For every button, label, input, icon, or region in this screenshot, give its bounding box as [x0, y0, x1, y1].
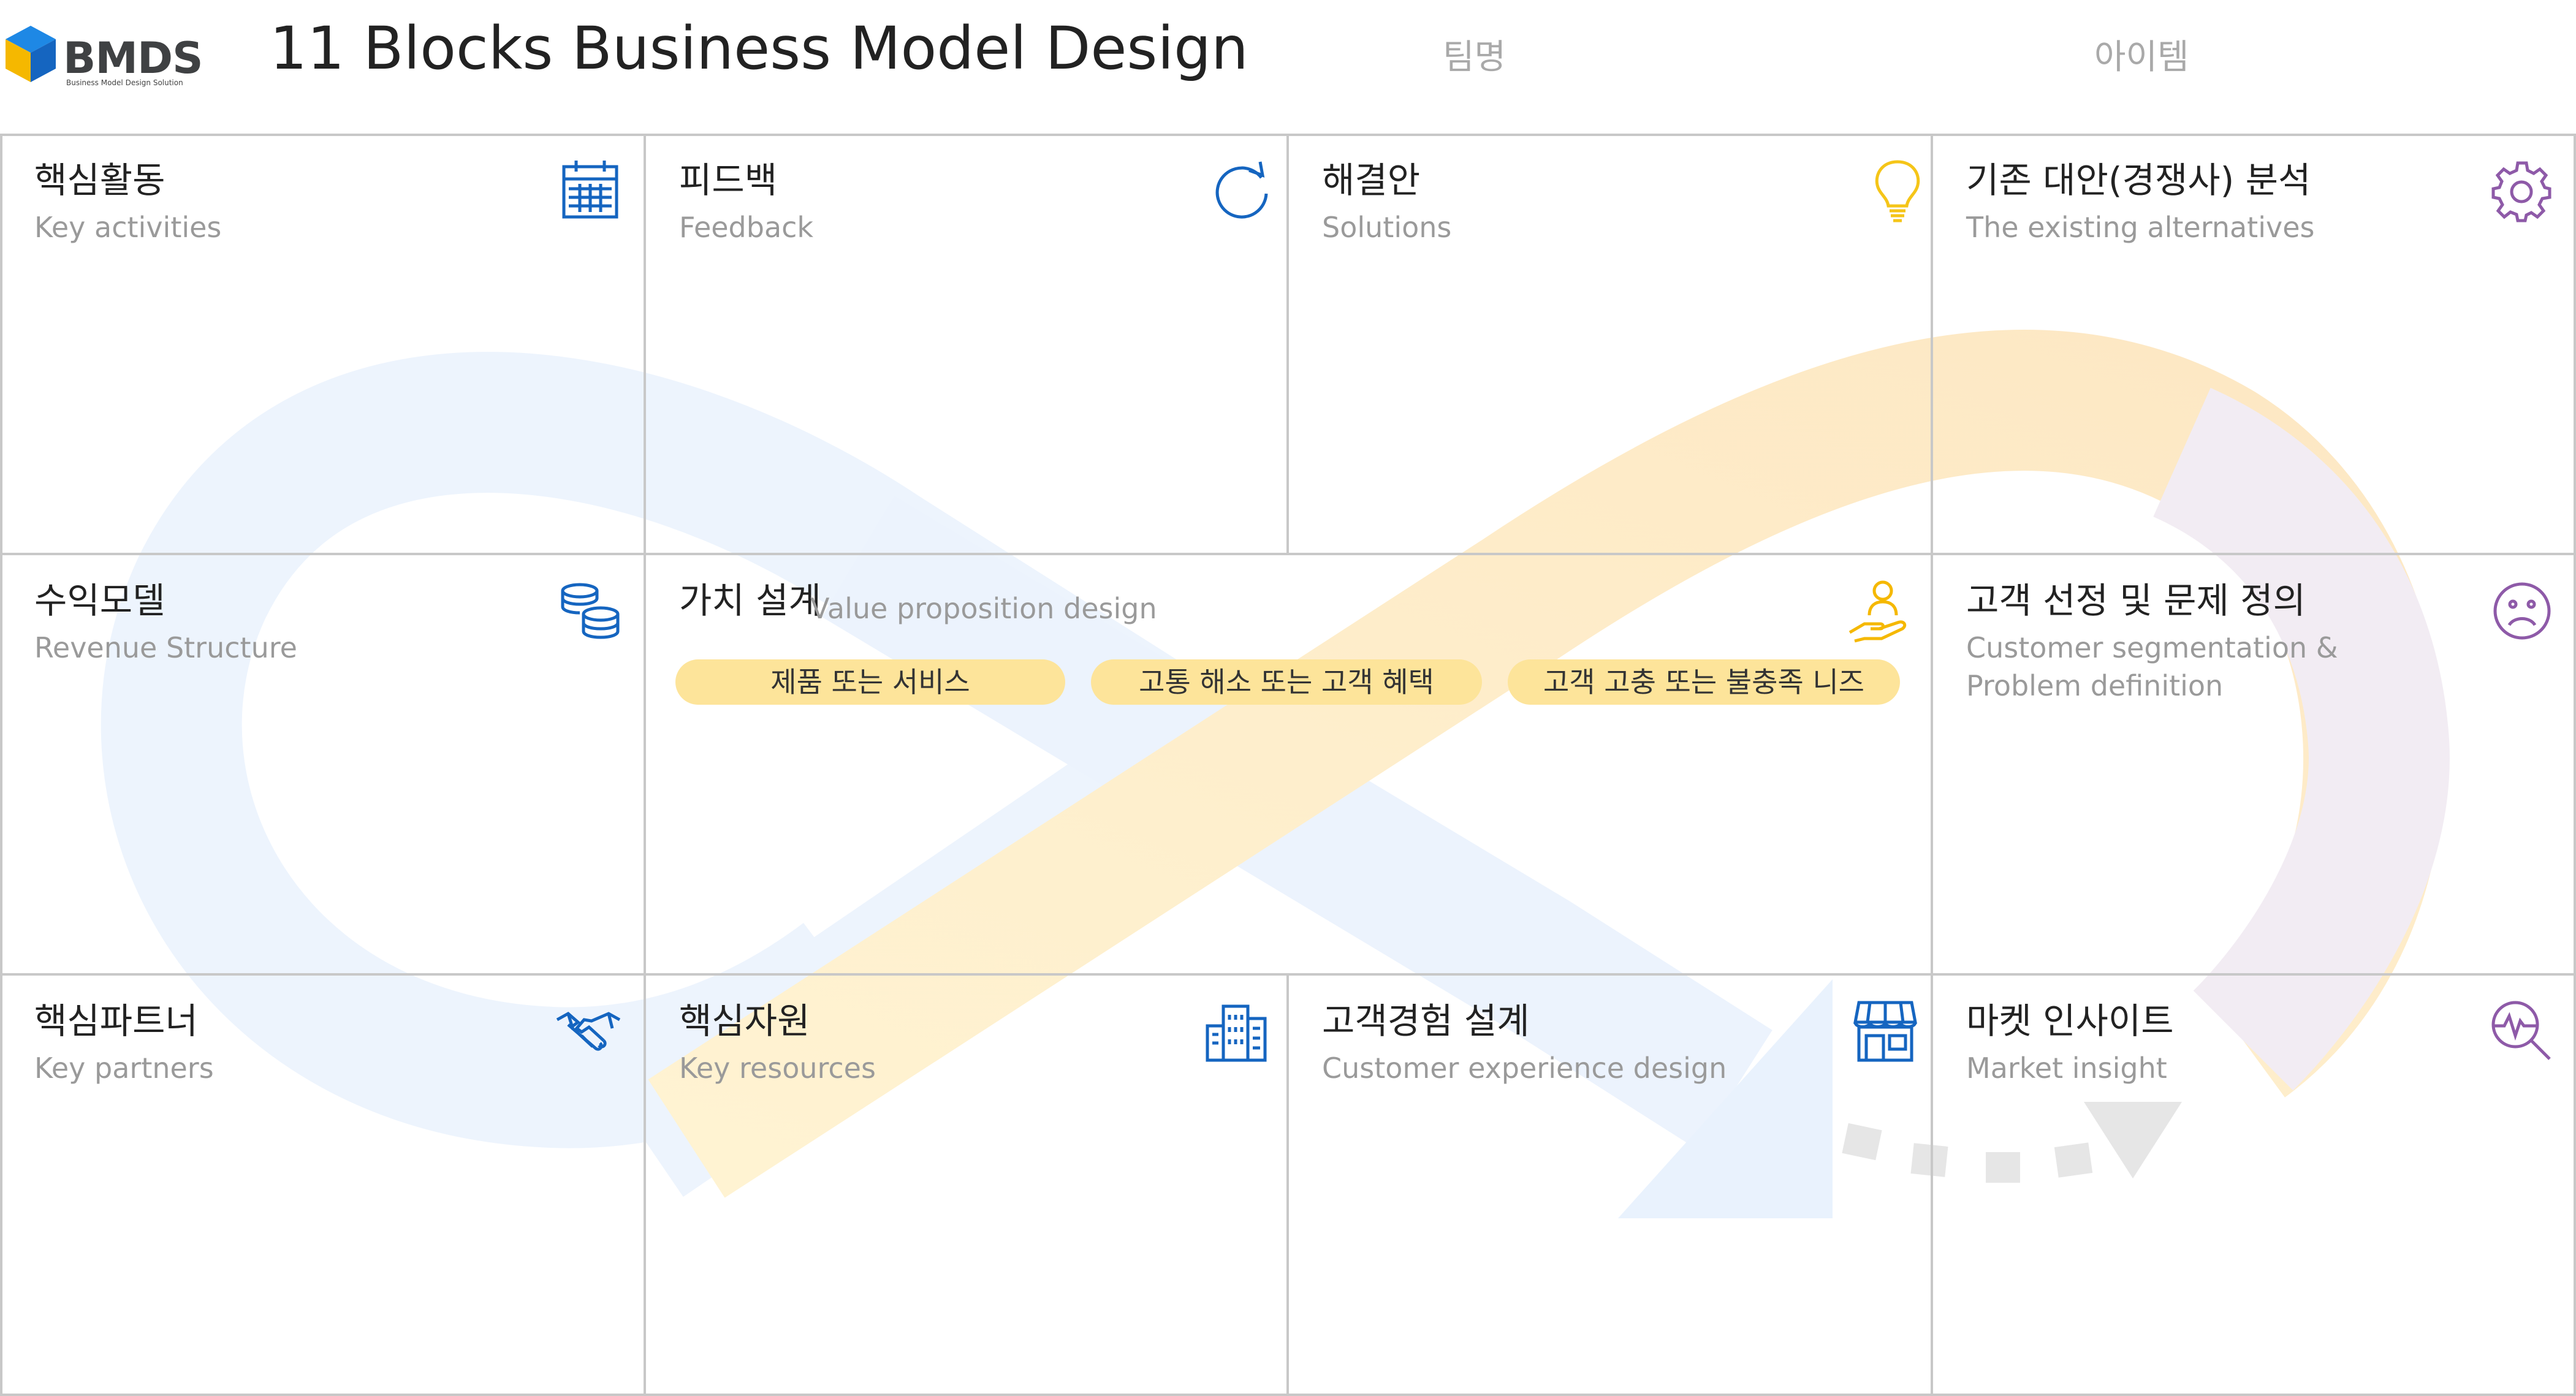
- block-title: 마켓 인사이트: [1966, 1000, 2174, 1042]
- team-name-field[interactable]: 팀명: [1443, 37, 1506, 77]
- block-customer-segmentation[interactable]: 고객 선정 및 문제 정의 Customer segmentation & Pr…: [1932, 554, 2576, 974]
- person-hand-icon: [1848, 580, 1907, 643]
- item-name-field[interactable]: 아이템: [2094, 37, 2189, 77]
- canvas: 핵심활동 Key activities 피드백 Feedback 해결안 Sol…: [0, 134, 2576, 1396]
- value-proposition-subtitle: Value proposition design: [810, 592, 1157, 625]
- block-subtitle: Key resources: [679, 1052, 876, 1085]
- logo-text: BMDS: [63, 33, 203, 83]
- block-subtitle: Customer segmentation & Problem definiti…: [1966, 631, 2338, 703]
- block-title: 핵심파트너: [34, 1000, 198, 1042]
- search-pulse-icon: [2491, 1001, 2551, 1060]
- block-subtitle: Market insight: [1966, 1052, 2167, 1085]
- block-key-activities[interactable]: 핵심활동 Key activities: [0, 134, 645, 554]
- buildings-icon: [1206, 1004, 1267, 1062]
- block-title: 기존 대안(경쟁사) 분석: [1966, 159, 2311, 201]
- block-subtitle: Feedback: [679, 211, 814, 244]
- pill-customer-needs[interactable]: 고객 고충 또는 불충족 니즈: [1508, 659, 1900, 705]
- block-revenue-model[interactable]: 수익모델 Revenue Structure: [0, 554, 645, 974]
- block-key-partners[interactable]: 핵심파트너 Key partners: [0, 974, 645, 1396]
- block-title: 고객 선정 및 문제 정의: [1966, 580, 2306, 621]
- lightbulb-icon: [1875, 160, 1920, 222]
- refresh-icon: [1215, 161, 1268, 219]
- block-subtitle: Revenue Structure: [34, 631, 297, 664]
- sad-face-icon: [2493, 582, 2551, 640]
- coins-icon: [561, 583, 620, 639]
- gear-icon: [2491, 161, 2551, 222]
- block-market-insight[interactable]: 마켓 인사이트 Market insight: [1932, 974, 2576, 1396]
- infinity-background: [0, 134, 2576, 1396]
- block-title: 수익모델: [34, 580, 165, 621]
- block-subtitle: The existing alternatives: [1966, 211, 2315, 244]
- block-customer-experience[interactable]: 고객경험 설계 Customer experience design: [1288, 974, 1932, 1396]
- block-title: 피드백: [679, 159, 778, 201]
- block-value-proposition[interactable]: 가치 설계: [645, 554, 1932, 974]
- block-title: 가치 설계: [679, 580, 821, 621]
- header: BMDS Business Model Design Solution 11 B…: [0, 0, 2576, 134]
- pill-product-service[interactable]: 제품 또는 서비스: [675, 659, 1065, 705]
- block-title: 핵심자원: [679, 1000, 810, 1042]
- block-subtitle: Key activities: [34, 211, 222, 244]
- block-key-resources[interactable]: 핵심자원 Key resources: [645, 974, 1288, 1396]
- block-subtitle: Key partners: [34, 1052, 214, 1085]
- block-existing-alternatives[interactable]: 기존 대안(경쟁사) 분석 The existing alternatives: [1932, 134, 2576, 554]
- handshake-icon: [556, 1011, 621, 1051]
- block-subtitle: Customer experience design: [1322, 1052, 1727, 1085]
- block-title: 고객경험 설계: [1322, 1000, 1530, 1042]
- page-title: 11 Blocks Business Model Design: [270, 14, 1248, 83]
- cube-logo-icon: [6, 26, 56, 82]
- calendar-icon: [562, 161, 618, 219]
- block-title: 핵심활동: [34, 159, 165, 201]
- store-icon: [1853, 1001, 1918, 1062]
- bmds-logo[interactable]: BMDS Business Model Design Solution: [3, 23, 242, 87]
- block-solutions[interactable]: 해결안 Solutions: [1288, 134, 1932, 554]
- block-subtitle: Solutions: [1322, 211, 1452, 244]
- dotted-arrow: [1842, 1102, 2182, 1183]
- pill-pain-relief[interactable]: 고통 해소 또는 고객 혜택: [1091, 659, 1482, 705]
- block-title: 해결안: [1322, 159, 1421, 201]
- block-feedback[interactable]: 피드백 Feedback: [645, 134, 1288, 554]
- logo-subtitle: Business Model Design Solution: [66, 78, 183, 87]
